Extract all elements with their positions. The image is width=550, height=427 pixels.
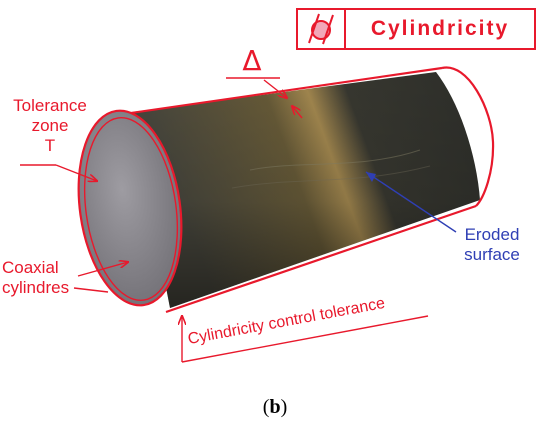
figure-caption: (b) — [0, 396, 550, 419]
tolerance-zone-leader — [20, 164, 97, 181]
tolerance-zone-line-3: T — [44, 136, 56, 155]
coaxial-line-2: cylindres — [2, 278, 70, 297]
cylindricity-symbol-icon — [308, 13, 334, 45]
eroded-line-1: Eroded — [464, 225, 520, 244]
eroded-line-2: surface — [464, 245, 520, 264]
caption-open: ( — [262, 396, 270, 418]
cylinder-body — [132, 72, 480, 308]
eroded-surface-label: Eroded surface — [452, 225, 532, 265]
tolerance-zone-line-2: zone — [31, 116, 69, 135]
delta-callout: Δ — [226, 44, 303, 119]
coaxial-cylinders-label: Coaxial cylindres — [2, 258, 86, 298]
caption-close: ) — [280, 396, 288, 418]
symbol-cell — [298, 10, 346, 48]
tolerance-zone-label: Tolerance zone T — [5, 96, 95, 156]
eroded-surface-leader — [365, 171, 457, 233]
coaxial-line-1: Coaxial — [2, 258, 59, 277]
cylindricity-symbol-box: Cylindricity — [296, 8, 536, 50]
cylinder-end-face — [77, 109, 183, 307]
control-tolerance-leader — [182, 316, 429, 363]
caption-letter: b — [269, 396, 281, 418]
symbol-name: Cylindricity — [370, 17, 510, 40]
coaxial-leaders — [73, 262, 128, 293]
tolerance-zone-line-1: Tolerance — [13, 96, 87, 115]
delta-symbol: Δ — [242, 44, 261, 77]
